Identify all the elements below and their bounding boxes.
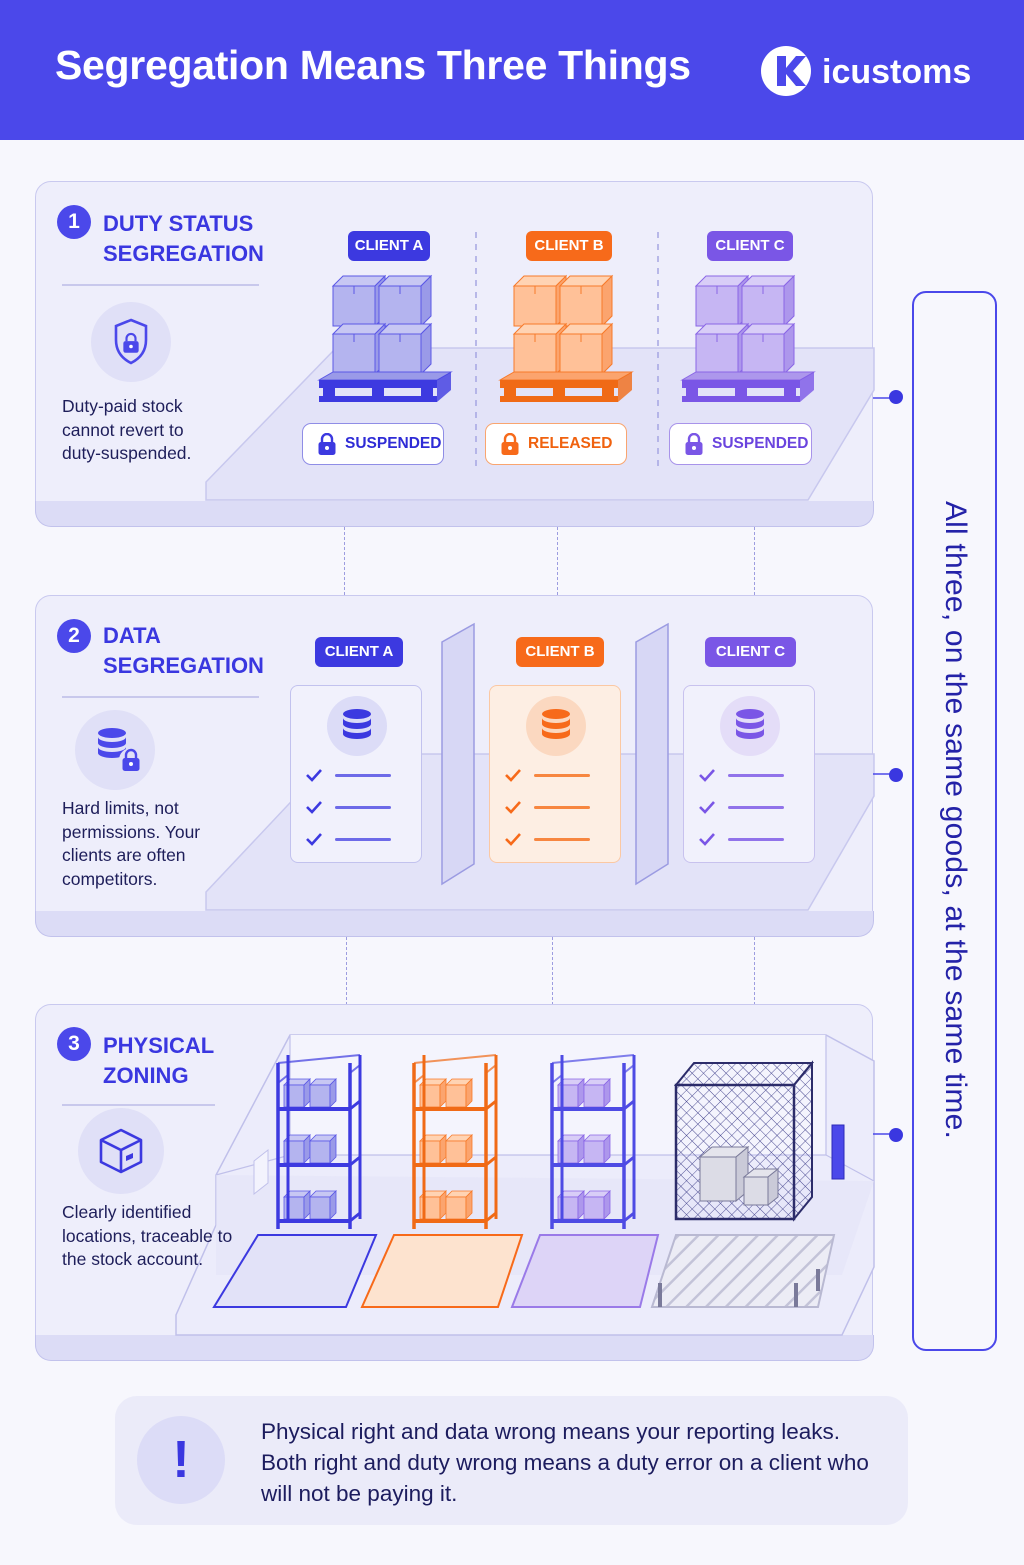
connector-line bbox=[557, 527, 558, 595]
summary-callout-box bbox=[912, 291, 997, 1351]
client-c-tag: CLIENT C bbox=[705, 637, 796, 667]
check-icon bbox=[306, 833, 322, 846]
warning-note: ! Physical right and data wrong means yo… bbox=[115, 1396, 908, 1525]
database-icon bbox=[720, 696, 780, 756]
check-icon bbox=[505, 801, 521, 814]
section-description: Hard limits, not permissions. Your clien… bbox=[62, 798, 201, 889]
floor-zone-cage bbox=[650, 1234, 836, 1308]
connector-dot bbox=[889, 768, 903, 782]
floor-zone-client-a bbox=[212, 1234, 378, 1308]
database-icon bbox=[327, 696, 387, 756]
header-bar: Segregation Means Three Things icustoms bbox=[0, 0, 1024, 140]
status-badge-client-c: SUSPENDED bbox=[669, 423, 812, 465]
section-description: Clearly identified locations, traceable … bbox=[62, 1202, 233, 1269]
shield-lock-icon bbox=[91, 302, 171, 382]
callout-connector bbox=[873, 397, 895, 1135]
floor-zone-client-b bbox=[360, 1234, 524, 1308]
page-title: Segregation Means Three Things bbox=[55, 42, 691, 88]
panel-base bbox=[34, 1334, 874, 1361]
record-line bbox=[534, 774, 590, 777]
lock-icon bbox=[317, 433, 337, 457]
record-line bbox=[728, 774, 784, 777]
record-line bbox=[534, 806, 590, 809]
client-a-tag: CLIENT A bbox=[348, 231, 430, 261]
pallet-client-b bbox=[500, 276, 632, 402]
record-line bbox=[335, 774, 391, 777]
section-title: PHYSICAL ZONING bbox=[103, 1033, 214, 1088]
database-lock-icon bbox=[75, 710, 155, 790]
check-icon bbox=[306, 801, 322, 814]
warning-note-text: Physical right and data wrong means your… bbox=[261, 1419, 869, 1506]
section-number: 1 bbox=[57, 205, 91, 239]
box-icon bbox=[78, 1108, 164, 1194]
connector-line bbox=[346, 937, 347, 1005]
record-line bbox=[728, 838, 784, 841]
floor-zone-client-c bbox=[510, 1234, 660, 1308]
database-icon bbox=[526, 696, 586, 756]
section-description: Duty-paid stock cannot revert to duty-su… bbox=[62, 396, 192, 463]
section-number: 2 bbox=[57, 619, 91, 653]
check-icon bbox=[699, 833, 715, 846]
lock-icon bbox=[684, 433, 704, 457]
record-line bbox=[335, 806, 391, 809]
connector-line bbox=[754, 937, 755, 1005]
status-badge-client-b: RELEASED bbox=[485, 423, 627, 465]
brand-logo-icon bbox=[761, 46, 811, 96]
check-icon bbox=[505, 833, 521, 846]
status-badge-client-a: SUSPENDED bbox=[302, 423, 444, 465]
section-title: DATA SEGREGATION bbox=[103, 623, 264, 678]
status-label: SUSPENDED bbox=[712, 435, 809, 452]
warehouse-floor bbox=[175, 1034, 875, 1336]
data-record-client-a bbox=[290, 685, 422, 863]
record-line bbox=[335, 838, 391, 841]
brand-logo: icustoms bbox=[760, 44, 1000, 98]
pallet-client-a bbox=[319, 276, 451, 402]
client-a-tag: CLIENT A bbox=[315, 637, 403, 667]
connector-dot bbox=[889, 390, 903, 404]
security-cage bbox=[673, 1060, 815, 1222]
divider bbox=[62, 696, 259, 698]
data-record-client-b bbox=[489, 685, 621, 863]
status-label: RELEASED bbox=[528, 435, 613, 452]
client-b-tag: CLIENT B bbox=[526, 231, 612, 261]
client-c-tag: CLIENT C bbox=[707, 231, 793, 261]
divider bbox=[62, 284, 259, 286]
divider bbox=[62, 1104, 215, 1106]
section-duty-status: 1 DUTY STATUS SEGREGATION Duty-paid stoc… bbox=[34, 181, 875, 527]
brand-name: icustoms bbox=[822, 53, 972, 91]
data-record-client-c bbox=[683, 685, 815, 863]
check-icon bbox=[306, 769, 322, 782]
lock-icon bbox=[500, 433, 520, 457]
panel-base bbox=[34, 910, 874, 937]
exclamation-icon: ! bbox=[137, 1416, 225, 1504]
section-physical-zoning: 3 PHYSICAL ZONING Clearly identified loc… bbox=[34, 1004, 875, 1361]
connector-line bbox=[344, 527, 345, 595]
summary-callout-text: All three, on the same goods, at the sam… bbox=[939, 500, 972, 1140]
status-label: SUSPENDED bbox=[345, 435, 442, 452]
check-icon bbox=[699, 801, 715, 814]
pallet-client-c bbox=[682, 276, 814, 402]
section-number: 3 bbox=[57, 1027, 91, 1061]
partition-wall bbox=[441, 622, 475, 886]
section-title: DUTY STATUS SEGREGATION bbox=[103, 211, 264, 266]
section-data: 2 DATA SEGREGATION Hard limits, not perm… bbox=[34, 595, 875, 937]
check-icon bbox=[505, 769, 521, 782]
door bbox=[831, 1124, 845, 1180]
partition-wall bbox=[635, 622, 669, 886]
record-line bbox=[728, 806, 784, 809]
record-line bbox=[534, 838, 590, 841]
check-icon bbox=[699, 769, 715, 782]
connector-line bbox=[754, 527, 755, 595]
client-b-tag: CLIENT B bbox=[516, 637, 604, 667]
panel-base bbox=[34, 500, 874, 527]
connector-dot bbox=[889, 1128, 903, 1142]
connector-line bbox=[552, 937, 553, 1005]
